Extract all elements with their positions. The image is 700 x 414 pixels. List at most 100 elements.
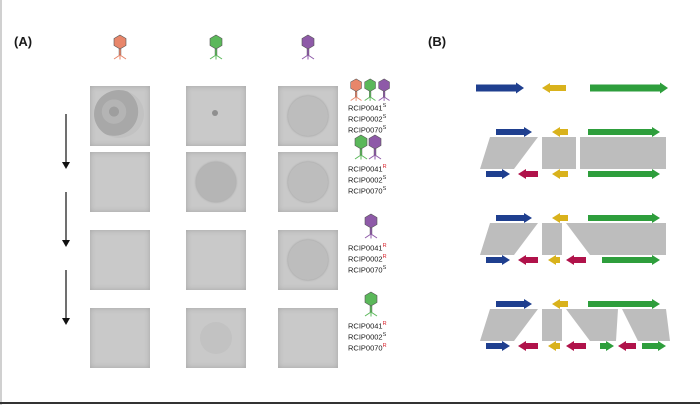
- synteny-ribbon-b2-2: [566, 309, 618, 341]
- plate-r0-c0: [90, 86, 150, 146]
- is5-arrow-b2-5: [618, 341, 636, 351]
- susceptibility-mark: S: [382, 265, 387, 271]
- selection-arrowhead-2: [62, 318, 70, 325]
- plate-r0-c2: [278, 86, 338, 146]
- plate-r3-c2: [278, 308, 338, 368]
- ref-gene-arrow-b2-1: [552, 299, 568, 309]
- susceptibility-mark: S: [382, 186, 387, 192]
- mut-gene-arrow-b0-2: [552, 169, 568, 179]
- susceptibility-r0-0: RCIP0041S: [348, 101, 386, 114]
- susceptibility-r2-2: RCIP0070S: [348, 263, 386, 276]
- susceptibility-mark: R: [382, 164, 387, 170]
- lysis-zone: [288, 240, 328, 280]
- susceptibility-r3-0: RCIP0041R: [348, 319, 387, 332]
- phage-name: RCIP0002: [348, 254, 383, 264]
- ref-gene-arrow-b1-1: [552, 213, 568, 223]
- gene-map: [476, 82, 670, 351]
- mut-gene-arrow-b2-2: [548, 341, 560, 351]
- ref-gene-arrow-b0-2: [588, 127, 660, 137]
- plate-r2-c0: [90, 230, 150, 290]
- mut-gene-arrow-b0-0: [486, 169, 510, 179]
- synteny-ribbon-b2-3: [622, 309, 670, 341]
- phage-name: RCIP0041: [348, 321, 383, 331]
- spot: [212, 110, 218, 116]
- plate-r1-c2: [278, 152, 338, 212]
- susceptibility-r1-1: RCIP0002S: [348, 173, 386, 186]
- phage-icon-1: [209, 34, 223, 60]
- mut-gene-arrow-b2-0: [486, 341, 510, 351]
- is5-arrow-b2-3: [566, 341, 586, 351]
- phage-name: RCIP0002: [348, 332, 383, 342]
- mut-gene-arrow-b1-2: [548, 255, 560, 265]
- mut-gene-arrow-b2-6: [642, 341, 666, 351]
- phage-name: RCIP0041: [348, 164, 383, 174]
- ref-gene-arrow-b1-0: [496, 213, 532, 223]
- lysis-zone: [288, 96, 328, 136]
- plate-r1-c1: [186, 152, 246, 212]
- susceptibility-phage-icon-r2-0: [364, 213, 378, 239]
- panel-b-label: (B): [428, 34, 447, 49]
- mut-gene-arrow-b1-0: [486, 255, 510, 265]
- selection-arrows: [62, 114, 70, 325]
- synteny-ribbon-b0-0: [480, 137, 538, 169]
- susceptibility-r3-1: RCIP0002S: [348, 330, 386, 343]
- phage-name: RCIP0070: [348, 186, 383, 196]
- plate-r3-c1: [186, 308, 246, 368]
- plate-r2-c1: [186, 230, 246, 290]
- ref-gene-arrow-b2-2: [588, 299, 660, 309]
- susceptibility-mark: R: [382, 243, 387, 249]
- susceptibility-mark: R: [382, 254, 387, 260]
- susceptibility-mark: S: [382, 125, 387, 131]
- panel-a-label: (A): [14, 34, 33, 49]
- plate-r2-c2: [278, 230, 338, 290]
- is5-arrow-b2-1: [518, 341, 538, 351]
- susceptibility-mark: R: [382, 321, 387, 327]
- lysis-zone: [196, 162, 236, 202]
- lysis-zone: [94, 90, 144, 138]
- mut-gene-arrow-b0-3: [588, 169, 660, 179]
- synteny-ribbon-b1-2: [566, 223, 666, 255]
- susceptibility-phage-icon-r0-0: [350, 78, 362, 101]
- phage-name: RCIP0070: [348, 125, 383, 135]
- lysis-zone: [288, 162, 328, 202]
- phage-name: RCIP0002: [348, 114, 383, 124]
- susceptibility-r2-1: RCIP0002R: [348, 252, 387, 265]
- ref-gene-arrow-b2-0: [496, 299, 532, 309]
- left-edge-line: [0, 0, 2, 405]
- synteny-ribbon-b0-2: [580, 137, 666, 169]
- susceptibility-r0-2: RCIP0070S: [348, 123, 386, 136]
- bottom-border: [0, 402, 700, 404]
- ref-gene-arrow-b1-2: [588, 213, 660, 223]
- plate-r1-c0: [90, 152, 150, 212]
- synteny-ribbon-b0-1: [542, 137, 576, 169]
- susceptibility-phage-icon-r3-0: [364, 291, 378, 317]
- susceptibility-r3-2: RCIP0070R: [348, 341, 387, 354]
- gene-arrow-wbbY: [590, 82, 668, 94]
- susceptibility-mark: S: [382, 103, 387, 109]
- susceptibility-r1-2: RCIP0070S: [348, 184, 386, 197]
- phage-icon-0: [113, 34, 127, 60]
- ref-gene-arrow-b0-0: [496, 127, 532, 137]
- phage-icon-2: [301, 34, 315, 60]
- synteny-ribbon-b2-1: [542, 309, 562, 341]
- plate-r0-c1: [186, 86, 246, 146]
- phage-name: RCIP0002: [348, 175, 383, 185]
- phage-name: RCIP0070: [348, 265, 383, 275]
- synteny-ribbon-b1-1: [542, 223, 562, 255]
- phage-name: RCIP0041: [348, 103, 383, 113]
- synteny-ribbon-b2-0: [480, 309, 538, 341]
- is5-arrow-b1-3: [566, 255, 586, 265]
- gene-arrow-wcaJ: [476, 82, 524, 94]
- plate-r3-c0: [90, 308, 150, 368]
- phage-name: RCIP0041: [348, 243, 383, 253]
- is5-arrow-b1-1: [518, 255, 538, 265]
- susceptibility-phage-icon-r0-2: [378, 78, 390, 101]
- gene-arrow-gmhB: [542, 83, 566, 93]
- susceptibility-phage-icon-r0-1: [364, 78, 376, 101]
- susceptibility-mark: S: [382, 332, 387, 338]
- selection-arrowhead-0: [62, 162, 70, 169]
- susceptibility-mark: S: [382, 175, 387, 181]
- susceptibility-mark: S: [382, 114, 387, 120]
- selection-arrowhead-1: [62, 240, 70, 247]
- susceptibility-phage-icon-r1-1: [368, 134, 382, 160]
